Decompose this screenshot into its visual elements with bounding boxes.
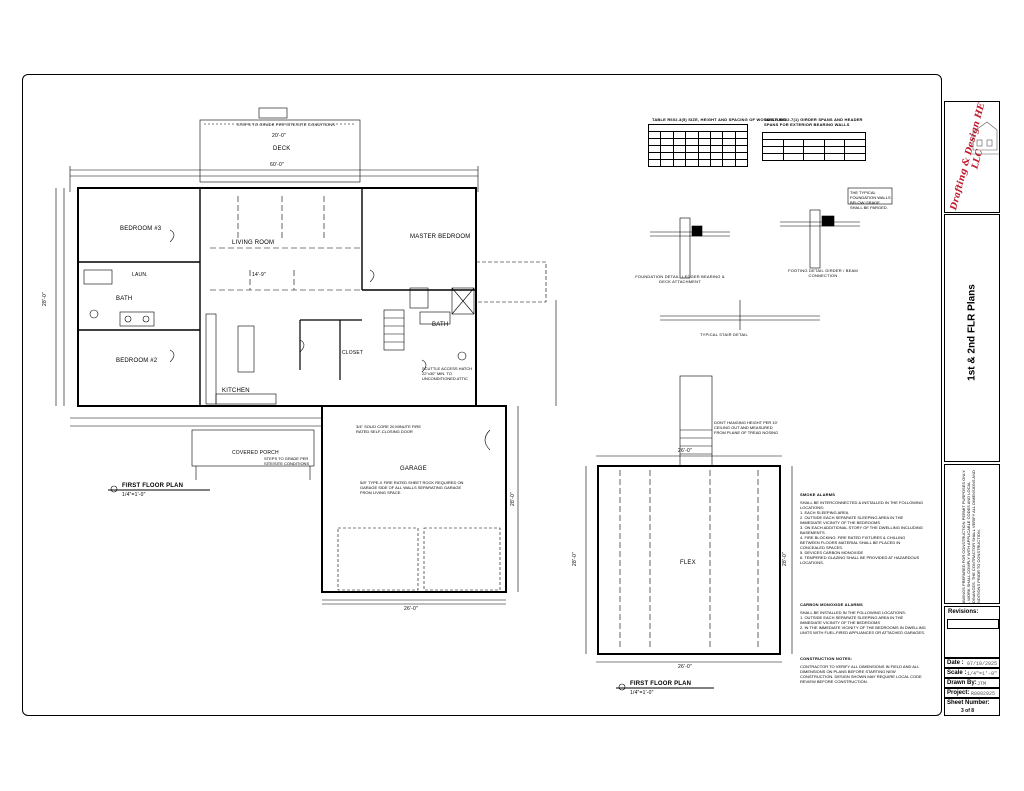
- scale-value: 1/4"=1'-0": [967, 671, 998, 677]
- detail-2-caption: FOOTING DETAIL GIRDER / BEAM CONNECTION: [788, 268, 858, 278]
- room-label-deck: DECK: [273, 146, 291, 152]
- room-label-porch: COVERED PORCH: [232, 450, 279, 456]
- attic-access-note: SCUTTLE ACCESS HATCH 22"x30" MIN. TO UNC…: [422, 366, 473, 381]
- fire-door-note: 3/4" SOLID CORE 20 MINUTE FIRE RATED SEL…: [356, 424, 421, 434]
- room-label-living: LIVING ROOM: [232, 240, 275, 246]
- detail-1-caption: FOUNDATION DETAIL: LEDGER BEARING & DECK…: [635, 274, 725, 284]
- room-label-closet: CLOSET: [342, 350, 364, 356]
- sheet-title: 1st & 2nd FLR Plans: [966, 284, 978, 381]
- notes-body-co: SHALL BE INSTALLED IN THE FOLLOWING LOCA…: [800, 610, 926, 635]
- notes-body-construction: CONTRACTOR TO VERIFY ALL DIMENSIONS IN F…: [800, 664, 922, 684]
- room-label-bath-1: BATH: [116, 296, 133, 302]
- flex-stair-note: DON'T HANGING HEIGHT PER 10' CEILING OUT…: [714, 420, 779, 435]
- drawn-by-value: JTM: [977, 681, 987, 687]
- revisions-label: Revisions:: [948, 609, 979, 615]
- flex-dim-top: 26'-0": [678, 448, 692, 454]
- sheet-number-value: 3 of 8: [961, 708, 975, 714]
- title-block-sheet-number: Sheet Number: 3 of 8: [944, 698, 1000, 716]
- house-logo-icon: [971, 121, 999, 155]
- sheet-number-label: Sheet Number:: [947, 700, 990, 706]
- room-label-laundry: LAUN.: [132, 272, 148, 278]
- drawn-by-label: Drawn By:: [947, 680, 977, 686]
- title-block-date: Date : 07/10/2025: [944, 658, 1000, 668]
- date-value: 07/10/2025: [967, 661, 998, 667]
- notes-heading-construction: CONSTRUCTION NOTES:: [800, 656, 853, 661]
- disclaimer-text: DRAWINGS PREPARED FOR CONSTRUCTION PERMI…: [961, 469, 981, 604]
- title-block-revisions: Revisions:: [944, 606, 1000, 658]
- schedule-table-2-title: TABLE R602.7(1) GIRDER SPANS AND HEADER …: [764, 117, 863, 127]
- detail-3-caption: TYPICAL STAIR DETAIL: [700, 332, 748, 337]
- plan1-scale: 1/4"=1'-0": [122, 492, 146, 498]
- title-block-drawn-by: Drawn By: JTM: [944, 678, 1000, 688]
- flex-dim-right: 28'-0": [781, 552, 788, 566]
- flex-dim-bottom: 26'-0": [678, 664, 692, 670]
- dim-top-overall: 60'-0": [270, 162, 284, 168]
- flex-dim-left: 28'-0": [571, 552, 578, 566]
- date-label: Date :: [947, 660, 964, 666]
- notes-heading-smoke: SMOKE ALARMS: [800, 492, 836, 497]
- room-label-master: MASTER BEDROOM: [410, 234, 471, 240]
- dim-bottom-garage: 26'-0": [404, 606, 418, 612]
- scale-label: Scale :: [947, 670, 967, 676]
- drawing-sheet-border: [22, 74, 942, 716]
- plan2-title: FIRST FLOOR PLAN: [630, 681, 692, 687]
- title-block-disclaimer: DRAWINGS PREPARED FOR CONSTRUCTION PERMI…: [944, 464, 1000, 604]
- title-block-project: Project: R0892925: [944, 688, 1000, 698]
- room-label-kitchen: KITCHEN: [222, 388, 250, 394]
- project-value: R0892925: [971, 691, 996, 697]
- title-block-sheet-title: 1st & 2nd FLR Plans: [944, 214, 1000, 462]
- schedule-table-2: [762, 132, 866, 161]
- notes-body-smoke: SHALL BE INTERCONNECTED & INSTALLED IN T…: [800, 500, 924, 565]
- steps-note-bottom: STEPS TO GRADE PER SITE/SITE CONDITIONS: [264, 456, 310, 466]
- detail-stamp-note: THE TYPICAL FOUNDATION WALLS BELOW GRADE…: [850, 190, 891, 210]
- project-label: Project:: [947, 690, 970, 696]
- flex-room-label: FLEX: [680, 560, 696, 566]
- schedule-table-1-title: TABLE R602.3(5) SIZE, HEIGHT AND SPACING…: [652, 117, 787, 122]
- room-label-bedroom-3: BEDROOM #3: [120, 226, 162, 232]
- room-label-bath-2: BATH: [432, 322, 449, 328]
- title-block-logo: Drafting & Design HE LLC: [944, 101, 1000, 213]
- schedule-table-1: [647, 124, 749, 167]
- room-label-bedroom-2: BEDROOM #2: [116, 358, 158, 364]
- room-label-garage: GARAGE: [400, 466, 427, 472]
- dim-living-span: 14'-9": [252, 272, 266, 278]
- garage-separation-note: 5/8" TYPE-X FIRE RATED SHEET ROCK REQUIR…: [360, 480, 464, 495]
- title-block-scale: Scale : 1/4"=1'-0": [944, 668, 1000, 678]
- notes-heading-co: CARBON MONOXIDE ALARMS: [800, 602, 863, 607]
- steps-note-top: STEPS TO GRADE PER SITE/SITE CONDITIONS: [236, 122, 336, 127]
- plan1-title: FIRST FLOOR PLAN: [122, 483, 184, 489]
- dim-deck-width: 20'-0": [272, 133, 286, 139]
- plan2-scale: 1/4"=1'-0": [630, 690, 654, 696]
